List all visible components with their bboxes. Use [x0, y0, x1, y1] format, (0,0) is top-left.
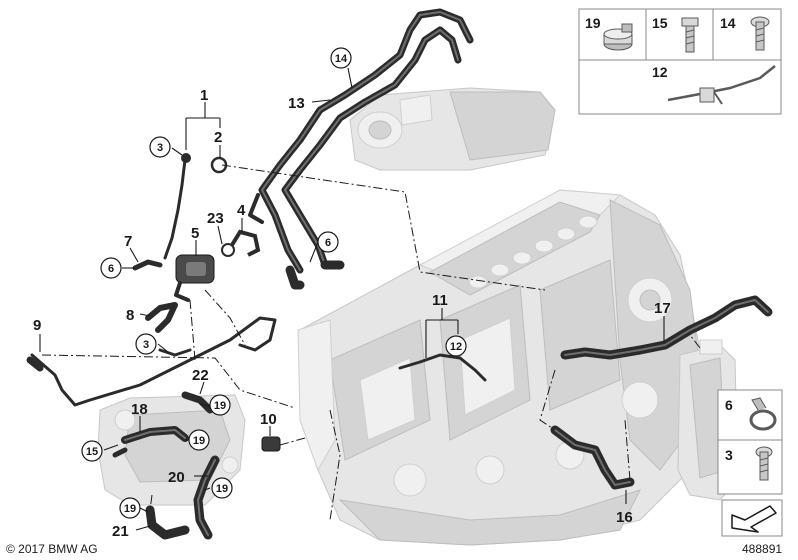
valve-5-illustration [174, 254, 215, 302]
kit-label-6: 6 [725, 397, 733, 413]
circled-callout-19d: 19 [124, 503, 136, 515]
kit-box-right: 6 3 [717, 389, 783, 495]
callout-11: 11 [432, 292, 448, 309]
circled-callout-3b: 3 [143, 339, 149, 351]
circled-callout-19c: 19 [216, 483, 228, 495]
direction-arrow-box [721, 499, 783, 537]
kit-box-top: 19 15 14 12 [578, 8, 782, 115]
circled-callout-14: 14 [335, 53, 348, 65]
callout-21: 21 [112, 523, 129, 540]
callout-20: 20 [168, 469, 185, 486]
egr-module-illustration [349, 87, 556, 171]
callout-1: 1 [200, 87, 208, 104]
callout-10: 10 [260, 411, 277, 428]
circled-callout-6a: 6 [325, 237, 331, 249]
circled-callout-15: 15 [86, 446, 98, 458]
callout-16: 16 [616, 509, 633, 526]
callout-22: 22 [192, 367, 209, 384]
callout-4: 4 [237, 202, 246, 219]
callout-13: 13 [288, 95, 305, 112]
circled-callout-3a: 3 [157, 142, 163, 154]
torx-bolt-icon [750, 16, 770, 51]
callout-18: 18 [131, 401, 148, 418]
callout-17: 17 [654, 300, 671, 317]
circled-callout-6b: 6 [108, 263, 114, 275]
kit-label-14: 14 [720, 15, 736, 31]
connector-10-illustration [261, 436, 281, 452]
reference-lines [41, 164, 701, 521]
callout-8: 8 [126, 307, 134, 324]
hose-clamp-icon [603, 23, 633, 51]
circled-callout-12: 12 [450, 341, 462, 353]
torx-bolt-icon [755, 446, 773, 481]
hoses [26, 8, 773, 540]
copyright-text: © 2017 BMW AG [6, 542, 98, 556]
callout-7: 7 [124, 233, 132, 250]
arrow-icon [731, 505, 777, 533]
callouts: 1 2 4 5 7 8 9 10 11 13 16 17 18 20 21 22… [33, 87, 671, 540]
diagram-number: 488891 [742, 542, 782, 556]
spring-clamp-icon [749, 397, 777, 431]
circled-callouts: 14 3 6 6 3 12 19 19 15 19 19 [81, 47, 467, 519]
cable-tie-holder-icon [667, 65, 776, 105]
engine-block-illustration [297, 189, 706, 546]
leader-lines [39, 67, 665, 531]
kit-label-19: 19 [585, 15, 601, 31]
circled-callout-19b: 19 [193, 435, 205, 447]
kit-label-12: 12 [652, 64, 668, 80]
kit-label-3: 3 [725, 447, 733, 463]
callout-2: 2 [214, 129, 222, 146]
callout-5: 5 [191, 225, 199, 242]
callout-23: 23 [207, 210, 224, 227]
circled-callout-19a: 19 [214, 400, 226, 412]
hex-bolt-icon [681, 17, 699, 53]
kit-label-15: 15 [652, 15, 668, 31]
callout-9: 9 [33, 317, 41, 334]
